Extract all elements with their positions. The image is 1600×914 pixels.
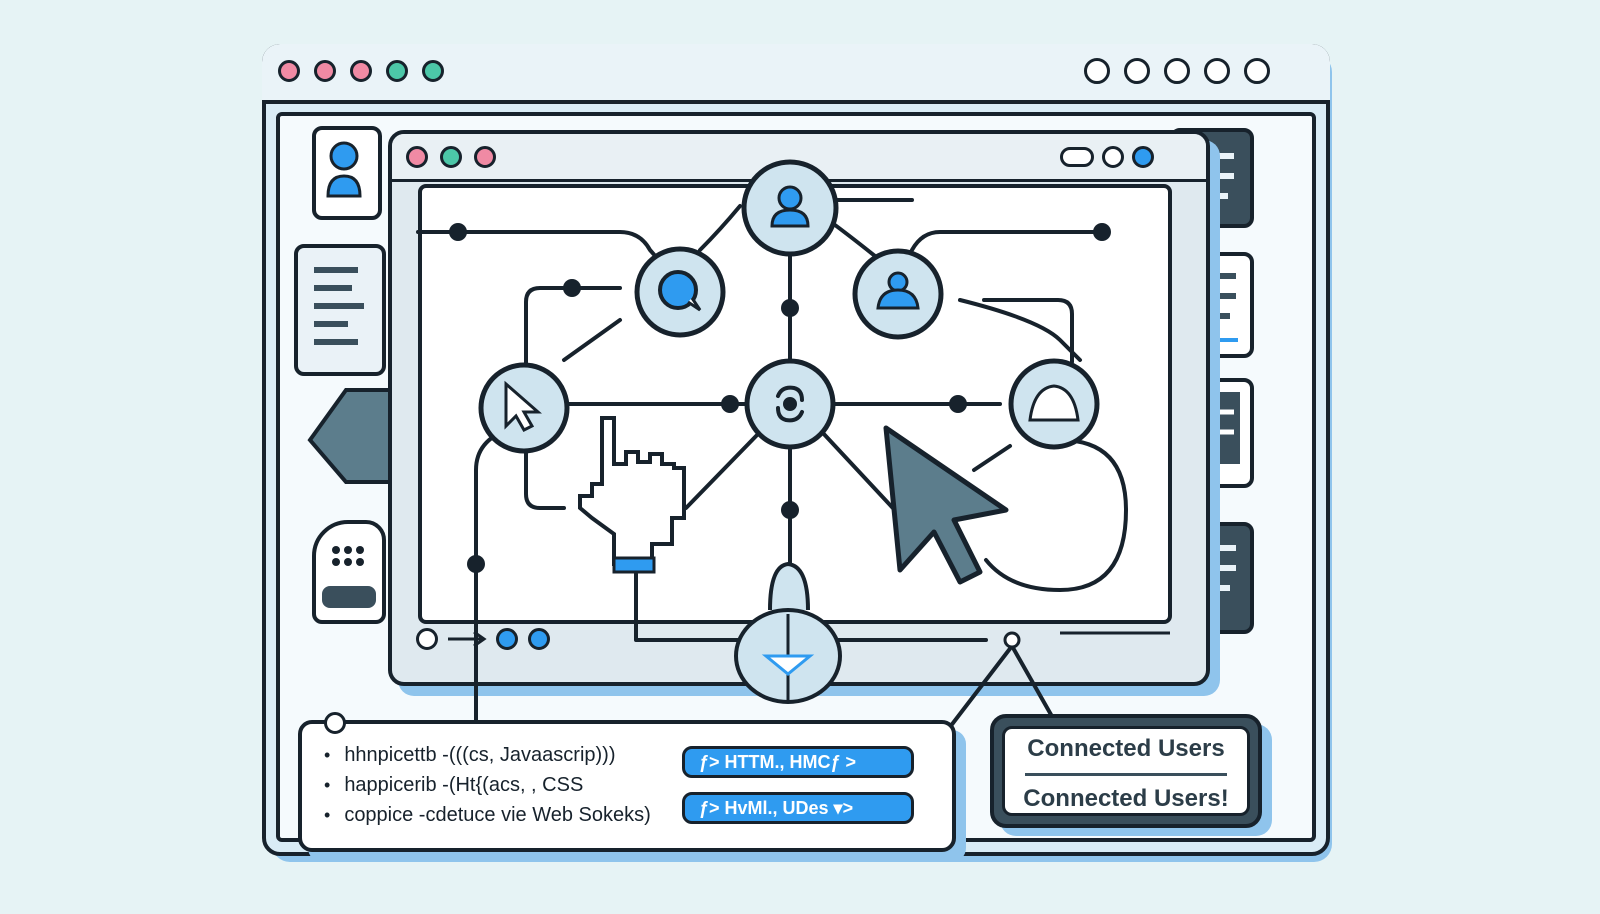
nav-dot-1[interactable] <box>416 628 438 650</box>
user-icon <box>326 141 362 198</box>
sync-icon <box>776 385 804 423</box>
feature-item-2: happicerib -(Ht{(acs, , CSS <box>324 770 651 800</box>
bell-icon <box>1028 384 1080 422</box>
tag-html[interactable]: ƒ> HvMl., UDes ▾> <box>682 792 914 824</box>
feature-item-3: coppice -cdetuce vie Web Sokeks) <box>324 800 650 830</box>
download-icon <box>761 654 815 676</box>
nav-dot-2[interactable] <box>496 628 518 650</box>
window-control-5[interactable] <box>1244 58 1270 84</box>
inner-control-1[interactable] <box>1102 146 1124 168</box>
window-control-3[interactable] <box>1164 58 1190 84</box>
cursor-icon <box>504 380 542 432</box>
chat-bubble-icon <box>658 270 702 312</box>
arrow-cursor-icon <box>883 425 1009 585</box>
hand-pointer-icon <box>578 416 686 574</box>
status-line <box>1060 631 1170 635</box>
inner-control-pill[interactable] <box>1060 147 1094 167</box>
outer-title-bar <box>262 44 1330 104</box>
divider <box>1025 773 1227 776</box>
message-card[interactable] <box>294 244 386 376</box>
window-control-1[interactable] <box>1084 58 1110 84</box>
inner-control-2[interactable] <box>1132 146 1154 168</box>
connected-users-subtitle: Connected Users! <box>1023 785 1229 812</box>
inner-dot-3[interactable] <box>474 146 496 168</box>
window-dot-1[interactable] <box>278 60 300 82</box>
sync-node[interactable] <box>742 356 838 452</box>
keypad-card[interactable] <box>312 520 386 624</box>
inner-dot-2[interactable] <box>440 146 462 168</box>
window-dot-3[interactable] <box>350 60 372 82</box>
user-icon <box>770 185 810 228</box>
window-dot-4[interactable] <box>386 60 408 82</box>
user-node-top[interactable] <box>738 156 842 260</box>
window-dot-5[interactable] <box>422 60 444 82</box>
bell-node[interactable] <box>1006 356 1102 452</box>
user-node-right[interactable] <box>850 246 946 342</box>
connected-users-card: Connected Users Connected Users! <box>1002 726 1250 816</box>
inner-dot-1[interactable] <box>406 146 428 168</box>
window-dot-2[interactable] <box>314 60 336 82</box>
tag-http[interactable]: ƒ> HTTM., HMCƒ > <box>682 746 914 778</box>
window-control-4[interactable] <box>1204 58 1230 84</box>
dialpad-icon <box>322 546 376 608</box>
chat-node[interactable] <box>632 244 728 340</box>
window-control-2[interactable] <box>1124 58 1150 84</box>
panel-pin <box>324 712 346 734</box>
feature-item-1: hhnpicettb -(((cs, Javaascrip))) <box>324 740 651 770</box>
feature-list: hhnpicettb -(((cs, Javaascrip))) happice… <box>324 740 651 830</box>
text-lines-icon <box>314 267 364 345</box>
features-panel: hhnpicettb -(((cs, Javaascrip))) happice… <box>298 712 956 852</box>
download-node[interactable] <box>724 552 854 708</box>
nav-dot-3[interactable] <box>528 628 550 650</box>
user-icon <box>876 271 920 310</box>
connected-users-title: Connected Users <box>1027 735 1225 762</box>
cursor-node[interactable] <box>476 360 572 456</box>
profile-card[interactable] <box>312 126 382 220</box>
